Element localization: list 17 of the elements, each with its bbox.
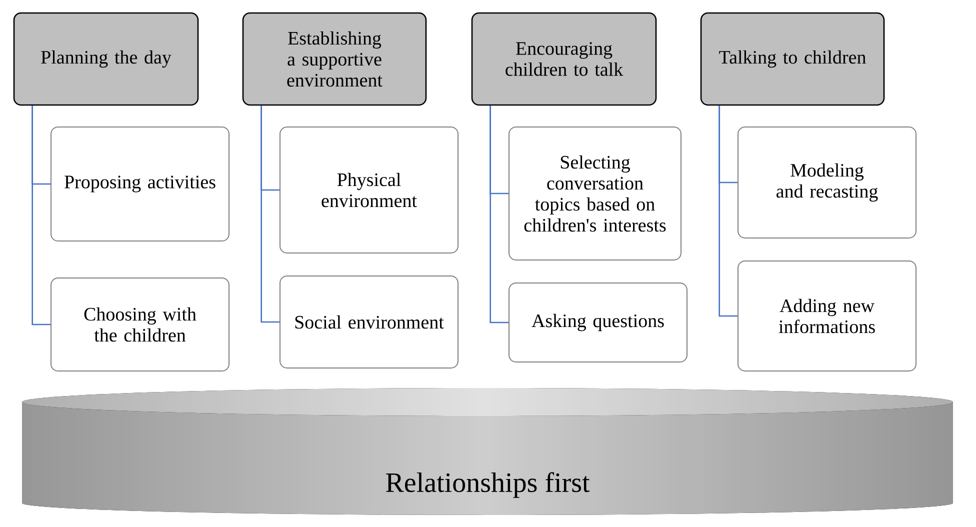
connector-line (260, 106, 280, 323)
connector-line (718, 106, 738, 317)
item-box: Selecting conversation topics based on children's interests (508, 126, 682, 260)
item-box: Adding new informations (738, 260, 917, 372)
category-box: Talking to children (700, 12, 885, 106)
item-box: Modeling and recasting (738, 126, 917, 238)
connector-line (490, 106, 508, 324)
item-box: Choosing with the children (50, 278, 230, 372)
category-box: Establishing a supportive environment (242, 12, 427, 106)
item-box: Asking questions (508, 282, 688, 362)
item-box: Social environment (280, 276, 458, 368)
category-box: Planning the day (13, 12, 199, 106)
category-box: Encouraging children to talk (471, 12, 657, 106)
cylinder-platform: Relationships first (22, 388, 954, 515)
connector-line (32, 106, 50, 326)
item-box: Proposing activities (50, 126, 230, 242)
item-box: Physical environment (280, 126, 458, 254)
